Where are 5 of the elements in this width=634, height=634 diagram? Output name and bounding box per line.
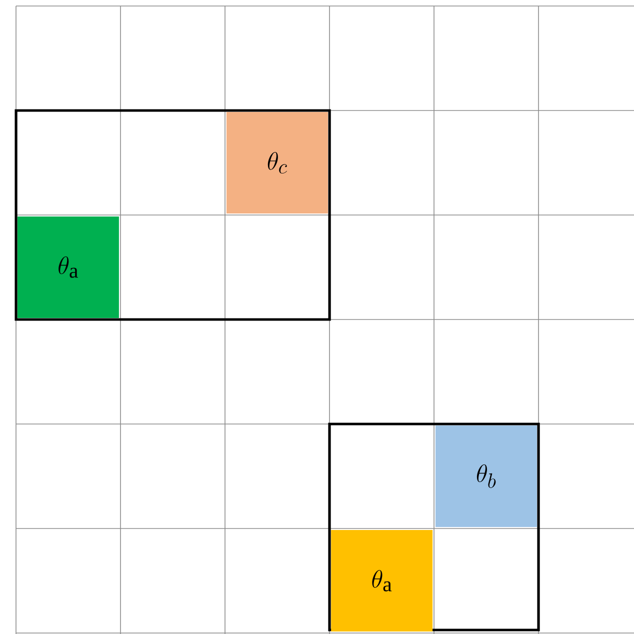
shaded-cell: $\theta_\mathrm{a}$ <box>331 530 433 632</box>
outline-box <box>14 109 331 321</box>
shaded-cell: $\theta_c$ <box>226 112 328 214</box>
shaded-cell: $\theta_b$ <box>435 425 537 527</box>
shaded-cell: $\theta_\mathrm{a}$ <box>17 216 119 318</box>
